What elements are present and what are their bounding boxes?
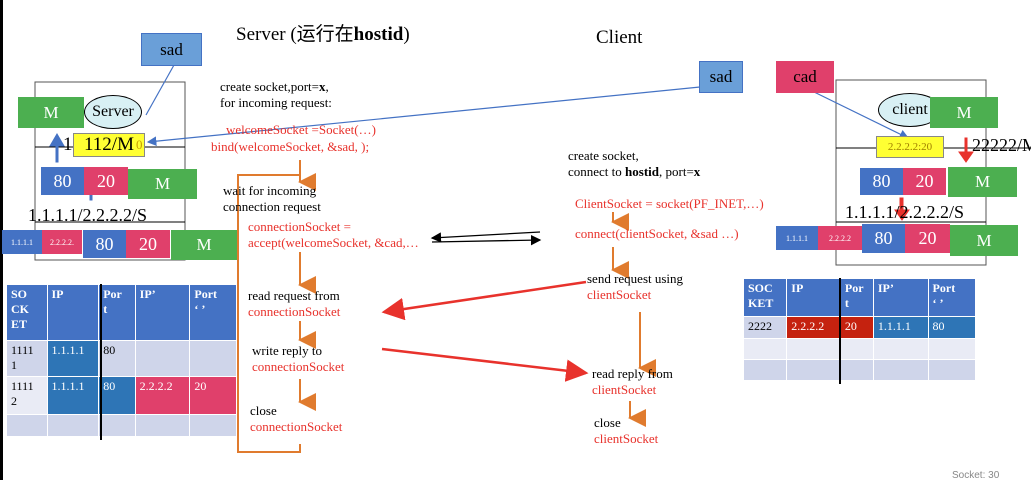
server-write-text: write reply to connectionSocket [252,343,345,374]
server-bind-code: bind(welcomeSocket, &sad, ); [211,139,370,154]
client-m-box-1: M [930,97,998,128]
server-port-20-b: 20 [126,230,170,258]
client-ip-cell-2: 2.2.2.2 [818,226,862,250]
client-cad-box: cad [776,61,834,93]
client-close-text: close clientSocket [594,415,659,446]
client-sad-box: sad [699,61,743,93]
client-port-80: 80 [860,168,903,195]
server-port-20: 20 [84,167,128,195]
client-create-text: create socket, connect to hostid, port=x [568,148,701,179]
client-socket-code: ClientSocket = socket(PF_INET,…) [575,196,764,211]
slide-number: Socket: 30 [952,470,1000,481]
client-m-box-2: M [948,167,1017,197]
server-welcome-code: welcomeSocket =Socket(…) [226,122,376,137]
table-row [742,359,977,381]
table-row: 1111 2 1.1.1.1 80 2.2.2.2 20 [6,376,237,415]
client-socket-table: SOC KET IP Por t IP’ Port ‘ ’ 2222 2.2.2… [742,278,977,381]
client-port-80-b: 80 [862,224,905,253]
left-edge [0,0,3,480]
server-ip-cell-2: 2.2.2.2. [42,230,82,254]
table-row [742,338,977,360]
client-port-20-b: 20 [905,224,950,253]
table-row: 2222 2.2.2.2 20 1.1.1.1 80 [742,316,977,339]
client-connect-code: connect(clientSocket, &sad …) [575,226,739,241]
server-ip-cell-1: 1.1.1.1 [2,230,42,254]
server-m-box-3: M [171,230,237,260]
server-m-box-1: M [18,97,84,128]
table-row: 1111 1 1.1.1.1 80 [6,340,237,377]
server-address-box: 112/M [73,133,145,157]
client-title: Client [596,27,643,48]
client-read-text: read reply from clientSocket [592,366,673,397]
server-close-text: close connectionSocket [250,403,343,434]
table-row [6,414,237,437]
server-socket-table: SO CK ET IP Por t IP’ Port ‘ ’ 1111 1 1.… [6,284,237,437]
server-table-divider [100,284,102,440]
client-ip-cell-1: 1.1.1.1 [776,226,818,250]
server-accept-code: connectionSocket = accept(welcomeSocket,… [248,219,419,250]
server-address-prefix: 1 [63,134,73,155]
client-send-text: send request using clientSocket [587,271,684,302]
client-port-20: 20 [903,168,946,195]
server-ip-pair: 1.1.1.1/2.2.2.2/S [28,205,148,225]
server-title: Server (运行在hostid) [236,24,410,45]
server-read-text: read request from connectionSocket [248,288,341,319]
client-table-divider [839,278,841,384]
client-ip-pair: 1.1.1.1/2.2.2.2/S [845,202,965,222]
server-port-80-b: 80 [83,230,126,258]
server-wait-text: wait for incoming connection request [223,183,321,214]
server-port-80: 80 [41,167,84,195]
client-address-box: 2.2.2.2:20 [876,136,944,158]
server-create-text: create socket,port=x, for incoming reque… [220,79,332,110]
server-sad-box: sad [141,33,202,66]
server-process-ellipse: Server [84,95,142,129]
server-address-tail: 0 [136,137,143,152]
client-address-right: 22222/M [972,135,1031,155]
server-m-box-2: M [128,169,197,199]
client-m-box-3: M [950,225,1018,256]
